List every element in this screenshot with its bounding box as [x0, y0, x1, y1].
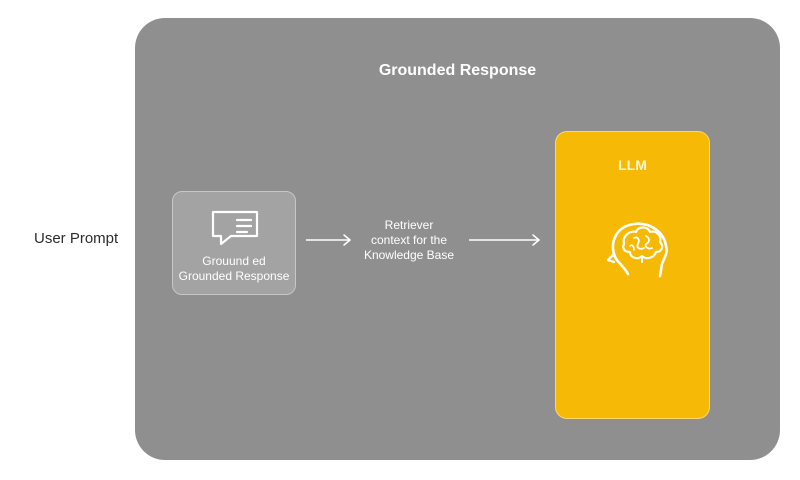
arrow-right-icon	[469, 234, 540, 246]
retriever-line-3: Knowledge Base	[363, 248, 455, 262]
arrow-right-icon	[306, 234, 351, 246]
chat-bubble-icon	[211, 210, 259, 246]
llm-title: LLM	[618, 157, 647, 173]
chat-card-line-1: Grouund ed	[202, 254, 266, 268]
llm-box: LLM	[555, 131, 710, 419]
outer-title: Grounded Response	[378, 62, 537, 79]
chat-card-line-2: Grounded Response	[178, 269, 290, 283]
chat-card: Grouund ed Grounded Response	[172, 191, 296, 295]
brain-head-icon	[606, 222, 668, 278]
user-prompt-label: User Prompt	[34, 230, 119, 247]
retriever-text: Retriever context for the Knowledge Base	[354, 218, 464, 263]
retriever-line-1: Retriever	[384, 218, 434, 232]
retriever-line-2: context for the	[370, 233, 448, 247]
